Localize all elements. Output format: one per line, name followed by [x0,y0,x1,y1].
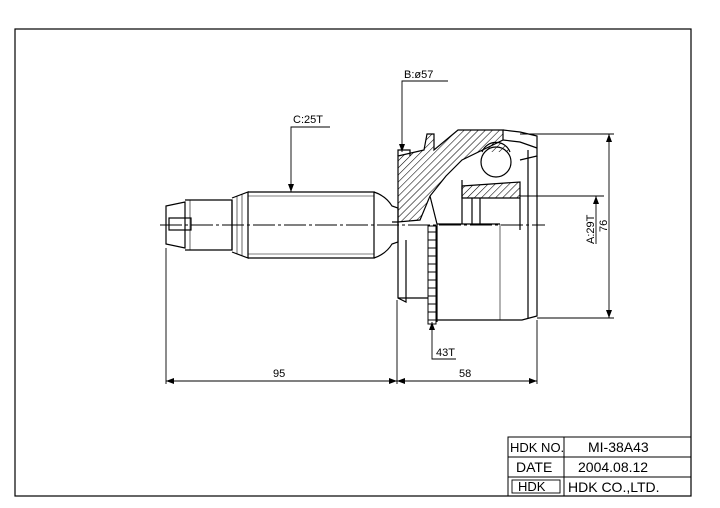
title-block [507,436,692,497]
dim-95-label: 95 [273,368,285,380]
abs-tone-ring [427,225,437,325]
outer-race-housing [397,129,538,322]
date-value: 2004.08.12 [578,459,648,475]
date-label: DATE [516,459,552,475]
drawing-frame [14,28,692,497]
c-spline-label: C:25T [293,114,323,126]
b-diameter-label: B:ø57 [404,69,433,81]
company-name: HDK CO.,LTD. [568,479,660,495]
dim-58-label: 58 [459,368,471,380]
hdk-logo: HDK [518,479,546,494]
abs-teeth-label: 43T [436,347,455,359]
a-spline-label: A:29T [585,214,597,244]
hdk-no-value: MI-38A43 [588,439,649,455]
dimension-lines [165,80,614,384]
stub-shaft [165,191,432,303]
dim-76-label: 76 [598,220,610,232]
dimension-arrows [166,134,612,384]
hdk-no-label: HDK NO. [510,440,564,455]
